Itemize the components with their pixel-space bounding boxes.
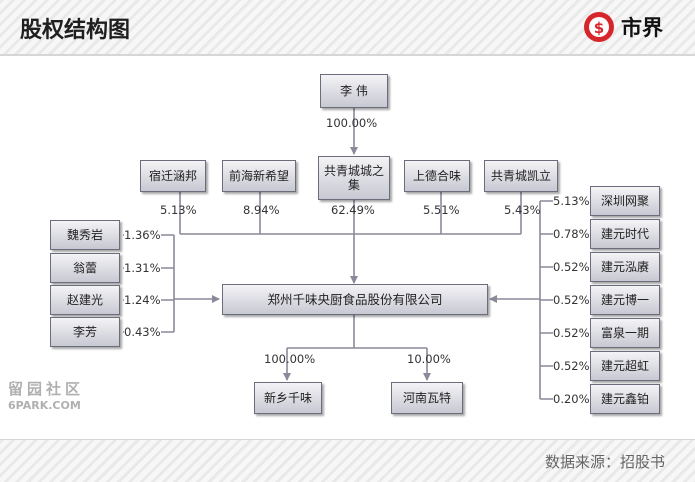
pct-li-fang: 0.43% bbox=[124, 325, 161, 339]
pct-xinxiang-qianwei: 100.00% bbox=[264, 352, 316, 366]
pct-jianyuan-chaohong: 0.52% bbox=[553, 359, 590, 373]
logo-text: 市界 bbox=[621, 16, 663, 40]
pct-weng-lei: 1.31% bbox=[124, 261, 161, 275]
node-jianyuan-chaohong: 建元超虹 bbox=[590, 351, 660, 381]
pct-chengzhiji: 62.49% bbox=[331, 203, 375, 217]
footer-bar bbox=[0, 440, 695, 482]
watermark: 留园社区 6PARK.COM bbox=[8, 378, 98, 412]
pct-zhao-jianguang: 1.24% bbox=[124, 293, 161, 307]
pct-suqian-hanbang: 5.13% bbox=[160, 203, 197, 217]
pct-shangde-hewei: 5.51% bbox=[423, 203, 460, 217]
node-fuquan-yiqi: 富泉一期 bbox=[590, 318, 660, 348]
node-company: 郑州千味央厨食品股份有限公司 bbox=[222, 284, 488, 315]
node-jianyuan-xinbo: 建元鑫铂 bbox=[590, 384, 660, 414]
watermark-cn: 留园社区 bbox=[8, 380, 85, 398]
node-gongqingcheng-kaili: 共青城凯立 bbox=[484, 160, 558, 192]
pct-qianhai-xinxiwang: 8.94% bbox=[243, 203, 280, 217]
pct-jianyuan-shidai: 0.78% bbox=[553, 227, 590, 241]
logo-icon: $ bbox=[584, 12, 614, 42]
node-jianyuan-honggeng: 建元泓赓 bbox=[590, 252, 660, 282]
node-liwei: 李 伟 bbox=[320, 74, 388, 108]
pct-fuquan-yiqi: 0.52% bbox=[553, 326, 590, 340]
brand-logo: $ 市界 bbox=[583, 10, 663, 44]
pct-gongqingcheng-kaili: 5.43% bbox=[504, 203, 541, 217]
pct-jianyuan-boyi: 0.52% bbox=[553, 293, 590, 307]
watermark-en: 6PARK.COM bbox=[8, 399, 81, 412]
pct-shenzhen-wangju: 5.13% bbox=[553, 194, 590, 208]
pct-liwei: 100.00% bbox=[326, 116, 378, 130]
node-jianyuan-shidai: 建元时代 bbox=[590, 219, 660, 249]
pct-jianyuan-honggeng: 0.52% bbox=[553, 260, 590, 274]
header-bar bbox=[0, 0, 695, 54]
svg-text:$: $ bbox=[594, 19, 604, 37]
pct-wei-xiuyan: 1.36% bbox=[124, 228, 161, 242]
node-xinxiang-qianwei: 新乡千味 bbox=[254, 382, 322, 414]
node-jianyuan-boyi: 建元博一 bbox=[590, 285, 660, 315]
node-zhao-jianguang: 赵建光 bbox=[50, 285, 120, 315]
node-qianhai-xinxiwang: 前海新希望 bbox=[222, 160, 296, 192]
node-shangde-hewei: 上德合味 bbox=[404, 160, 470, 192]
node-li-fang: 李芳 bbox=[50, 317, 120, 347]
header-divider bbox=[0, 54, 695, 56]
node-weng-lei: 翁蕾 bbox=[50, 253, 120, 283]
pct-jianyuan-xinbo: 0.20% bbox=[553, 392, 590, 406]
node-henan-wate: 河南瓦特 bbox=[391, 382, 463, 414]
node-suqian-hanbang: 宿迁涵邦 bbox=[140, 160, 206, 192]
footer-divider bbox=[0, 439, 695, 440]
pct-henan-wate: 10.00% bbox=[407, 352, 451, 366]
page-title: 股权结构图 bbox=[20, 18, 131, 43]
data-source: 数据来源：招股书 bbox=[545, 453, 666, 471]
node-shenzhen-wangju: 深圳网聚 bbox=[590, 186, 660, 216]
node-gongqingcheng-chengzhiji: 共青城城之集 bbox=[318, 156, 390, 200]
node-wei-xiuyan: 魏秀岩 bbox=[50, 220, 120, 250]
